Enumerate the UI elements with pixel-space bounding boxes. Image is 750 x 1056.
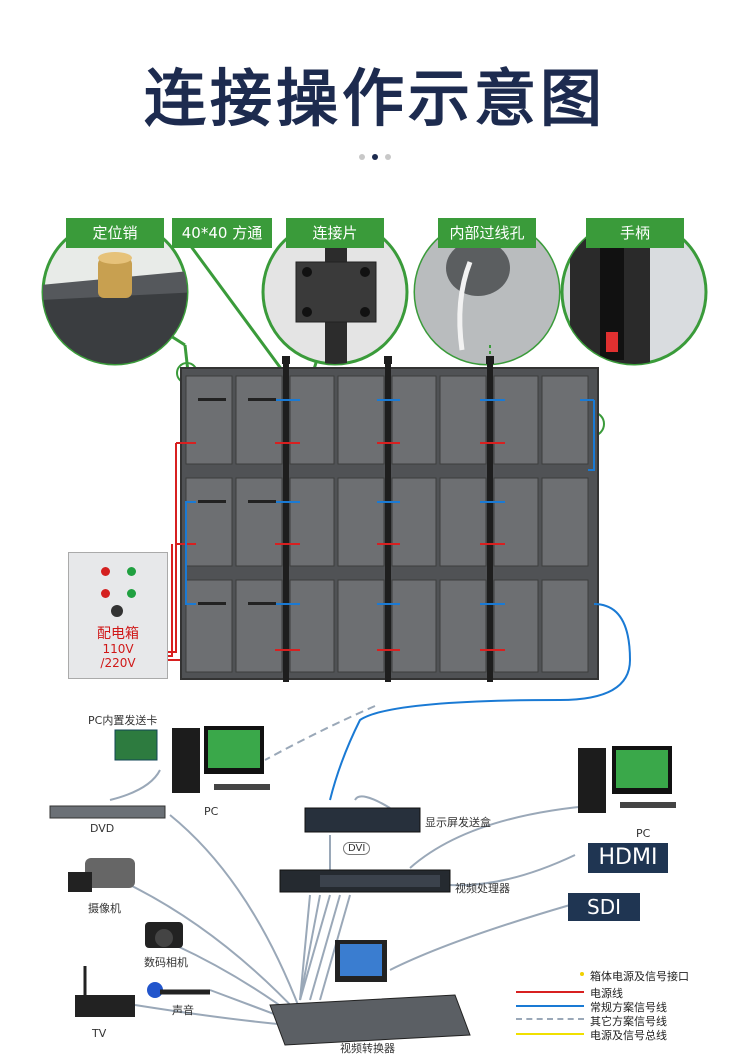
power-box-voltage1: 110V: [102, 642, 134, 656]
power-box-voltage2: /220V: [100, 656, 136, 670]
legend-dot-icon: [580, 972, 584, 976]
camcorder-label: 摄像机: [88, 902, 121, 915]
green-button-icon: [127, 589, 136, 598]
tag-square-tube: 40*40 方通: [172, 218, 272, 248]
carousel-dots: [355, 154, 395, 162]
switcher-label: 视频转换器: [340, 1042, 395, 1055]
tv-drawing: [75, 966, 135, 1017]
video-processor-drawing: [279, 869, 451, 893]
connector-plate-circle: [261, 218, 409, 366]
dvd-label: DVD: [90, 822, 115, 835]
tag-wiring-hole: 内部过线孔: [438, 218, 536, 248]
legend-swatch: [516, 1005, 584, 1007]
page-title: 连接操作示意图: [143, 62, 606, 135]
knob-icon: [111, 605, 123, 617]
legend: 箱体电源及信号接口 电源线 常规方案信号线 其它方案信号线 电源及信号总线: [512, 968, 742, 1048]
pc-left-label: PC: [204, 805, 219, 818]
legend-swatch: [516, 1018, 584, 1020]
legend-item: 常规方案信号线: [590, 1001, 667, 1014]
carousel-dot[interactable]: [385, 154, 391, 160]
sender-box-label: 显示屏发送盒: [425, 816, 491, 829]
tag-handle: 手柄: [586, 218, 684, 248]
led-wall: [176, 356, 599, 682]
green-button-icon: [127, 567, 136, 576]
camcorder-drawing: [68, 858, 135, 892]
pc-left-drawing: [114, 726, 270, 793]
hdmi-badge: HDMI: [588, 843, 668, 873]
handle-circle: [560, 218, 708, 366]
switcher-drawing: [269, 940, 471, 1046]
red-button-icon: [101, 589, 110, 598]
sdi-badge: SDI: [568, 893, 640, 921]
tag-connector-plate: 连接片: [286, 218, 384, 248]
dvi-label: DVI: [343, 842, 371, 855]
camera-drawing: [145, 922, 183, 948]
microphone-drawing: [147, 982, 210, 998]
audio-label: 声音: [172, 1004, 194, 1017]
legend-swatch: [516, 1033, 584, 1035]
carousel-dot-active[interactable]: [372, 154, 378, 160]
power-box-label: 配电箱: [97, 626, 139, 642]
legend-item: 电源线: [590, 987, 623, 1000]
tag-locating-pin: 定位销: [66, 218, 164, 248]
video-processor-label: 视频处理器: [455, 882, 510, 895]
legend-swatch: [516, 991, 584, 993]
legend-item: 其它方案信号线: [590, 1015, 667, 1028]
legend-item: 箱体电源及信号接口: [590, 970, 689, 983]
pc-right-label: PC: [636, 827, 651, 840]
legend-item: 电源及信号总线: [590, 1029, 667, 1042]
tv-label: TV: [92, 1027, 107, 1040]
power-lines: [166, 443, 180, 661]
pc-card-label: PC内置发送卡: [88, 714, 158, 727]
camera-label: 数码相机: [144, 956, 188, 969]
red-button-icon: [101, 567, 110, 576]
power-box: 配电箱 110V /220V: [68, 552, 168, 679]
pc-right-drawing: [578, 746, 676, 813]
dvd-drawing: [49, 805, 166, 819]
carousel-dot[interactable]: [359, 154, 365, 160]
signal-lines: [185, 400, 632, 801]
sender-box-drawing: [304, 807, 421, 833]
